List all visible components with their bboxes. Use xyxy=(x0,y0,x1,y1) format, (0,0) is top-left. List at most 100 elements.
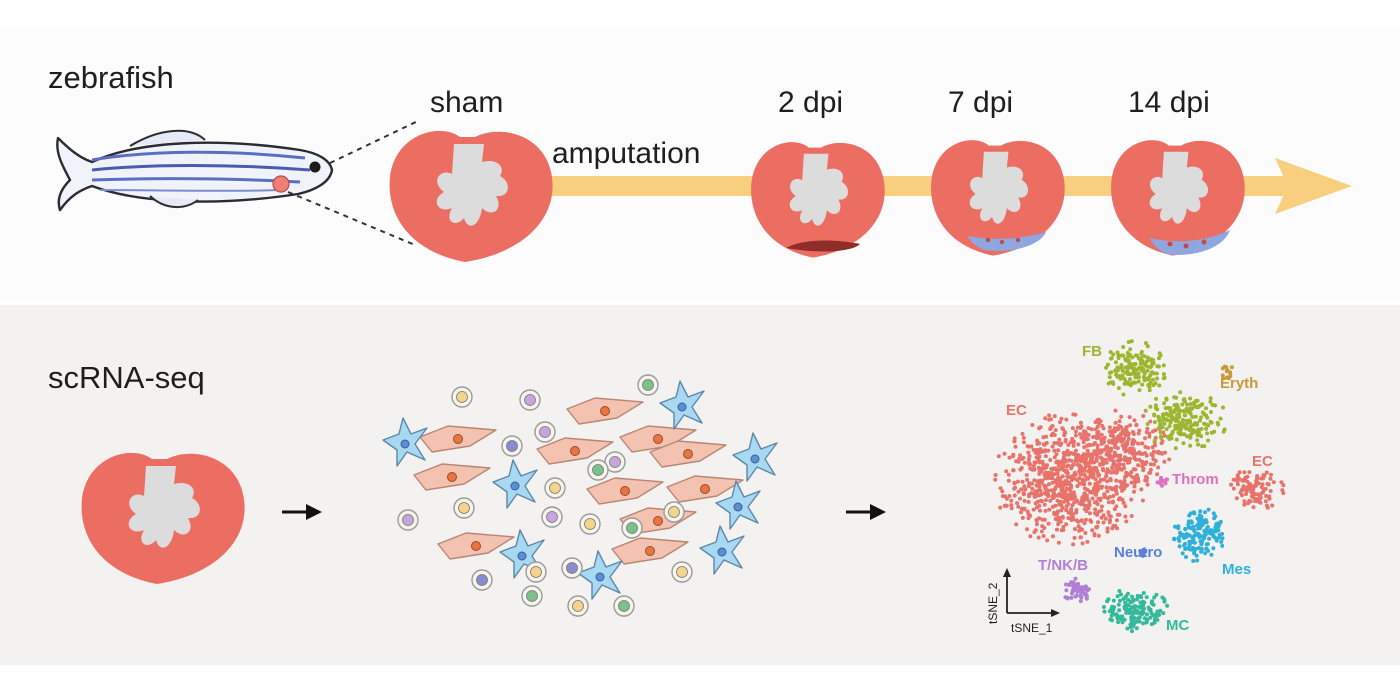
tsne-point xyxy=(1088,466,1093,471)
tsne-point xyxy=(1198,539,1203,544)
tsne-point xyxy=(1115,458,1120,463)
tsne-point xyxy=(1032,478,1037,483)
tsne-point xyxy=(1122,478,1127,483)
tsne-point xyxy=(1122,617,1127,622)
tsne-point xyxy=(1150,445,1155,450)
tsne-point xyxy=(1080,541,1085,546)
tsne-point xyxy=(1141,553,1145,558)
tsne-point xyxy=(1111,352,1116,357)
round-cell xyxy=(519,389,541,411)
tsne-point xyxy=(1108,476,1113,481)
tsne-point xyxy=(1152,413,1157,418)
tsne-point xyxy=(1199,534,1204,539)
tsne-point xyxy=(1160,425,1165,430)
tsne-point xyxy=(1128,423,1133,428)
tsne-point xyxy=(1068,440,1073,445)
tsne-point xyxy=(1055,527,1059,532)
tsne-point xyxy=(1131,598,1136,603)
tsne-point xyxy=(1216,522,1221,527)
tsne-point xyxy=(1199,514,1204,519)
tsne-point xyxy=(1136,371,1141,376)
tsne-point xyxy=(1113,436,1118,441)
tsne-point xyxy=(1262,473,1267,478)
round-cell xyxy=(471,569,493,591)
tsne-point xyxy=(1066,502,1071,506)
tsne-point xyxy=(1103,457,1108,462)
tsne-point xyxy=(1073,459,1078,463)
tsne-point xyxy=(1027,444,1032,449)
tsne-point xyxy=(1265,505,1270,510)
tsne-point xyxy=(1065,474,1070,479)
tsne-point xyxy=(1070,426,1075,431)
tsne-point xyxy=(1147,431,1152,436)
tsne-point xyxy=(1151,429,1155,434)
tsne-point xyxy=(1038,447,1043,452)
tsne-point xyxy=(1114,478,1119,483)
tsne-point xyxy=(1105,479,1110,484)
tsne-point xyxy=(1240,487,1245,492)
tsne-point xyxy=(1056,448,1061,453)
tsne-point xyxy=(1128,446,1133,451)
tsne-point xyxy=(1135,594,1140,598)
tsne-point xyxy=(1003,503,1008,508)
tsne-point xyxy=(1263,499,1268,504)
tsne-point xyxy=(1145,355,1150,360)
tsne-point xyxy=(1074,518,1079,523)
tsne-point xyxy=(1050,480,1055,485)
tsne-point xyxy=(1046,482,1051,487)
tsne-point xyxy=(1065,499,1070,503)
tsne-point xyxy=(1007,494,1012,498)
tsne-point xyxy=(1152,595,1157,600)
tsne-point xyxy=(1196,427,1201,432)
tsne-point xyxy=(1072,582,1077,587)
tsne-point xyxy=(1059,494,1064,499)
tsne-point xyxy=(1118,598,1122,603)
tsne-point xyxy=(1190,539,1195,544)
tsne-point xyxy=(1114,465,1119,470)
tsne-point xyxy=(1148,381,1153,385)
tsne-point xyxy=(1127,611,1132,615)
tsne-point xyxy=(1050,444,1055,449)
tsne-point xyxy=(1144,341,1148,346)
tsne-point xyxy=(1056,540,1061,545)
tsne-point xyxy=(1111,494,1116,498)
tsne-point xyxy=(1058,476,1063,481)
tsne-point xyxy=(1071,462,1076,467)
timepoint-label-7dpi: 7 dpi xyxy=(948,86,1013,119)
tsne-point xyxy=(1228,374,1233,379)
tsne-point xyxy=(1145,368,1150,373)
tsne-point xyxy=(1180,551,1185,556)
tsne-point xyxy=(1040,524,1045,529)
tsne-point xyxy=(1044,434,1049,439)
tsne-point xyxy=(1235,475,1240,480)
tsne-point xyxy=(1231,486,1236,491)
tsne-point xyxy=(1113,469,1118,474)
tsne-point xyxy=(1265,481,1270,486)
tsne-point xyxy=(1241,484,1246,489)
tsne-point xyxy=(1086,476,1091,481)
tsne-point xyxy=(1193,430,1198,435)
tsne-point xyxy=(1209,552,1214,557)
flow-arrow-1 xyxy=(282,504,322,520)
tsne-point xyxy=(1098,455,1103,460)
tsne-point xyxy=(1162,597,1167,602)
tsne-point xyxy=(1027,454,1032,459)
tsne-point xyxy=(1196,532,1201,537)
tsne-point xyxy=(1105,446,1110,451)
tsne-point xyxy=(1167,457,1172,462)
tsne-point xyxy=(1055,493,1060,498)
tsne-point xyxy=(1058,467,1063,472)
tsne-point xyxy=(1035,438,1040,443)
tsne-point xyxy=(1142,600,1147,605)
tsne-point xyxy=(1101,605,1106,609)
tsne-point xyxy=(1101,462,1106,467)
tsne-point xyxy=(1059,416,1064,421)
clot-2dpi xyxy=(786,240,860,252)
tsne-point xyxy=(1126,340,1131,344)
tsne-point xyxy=(1172,537,1177,542)
tsne-point xyxy=(1141,462,1146,467)
tsne-point xyxy=(1041,442,1046,447)
tsne-point xyxy=(1129,480,1134,485)
tsne-point xyxy=(1084,509,1089,514)
tsne-point xyxy=(1184,555,1188,559)
